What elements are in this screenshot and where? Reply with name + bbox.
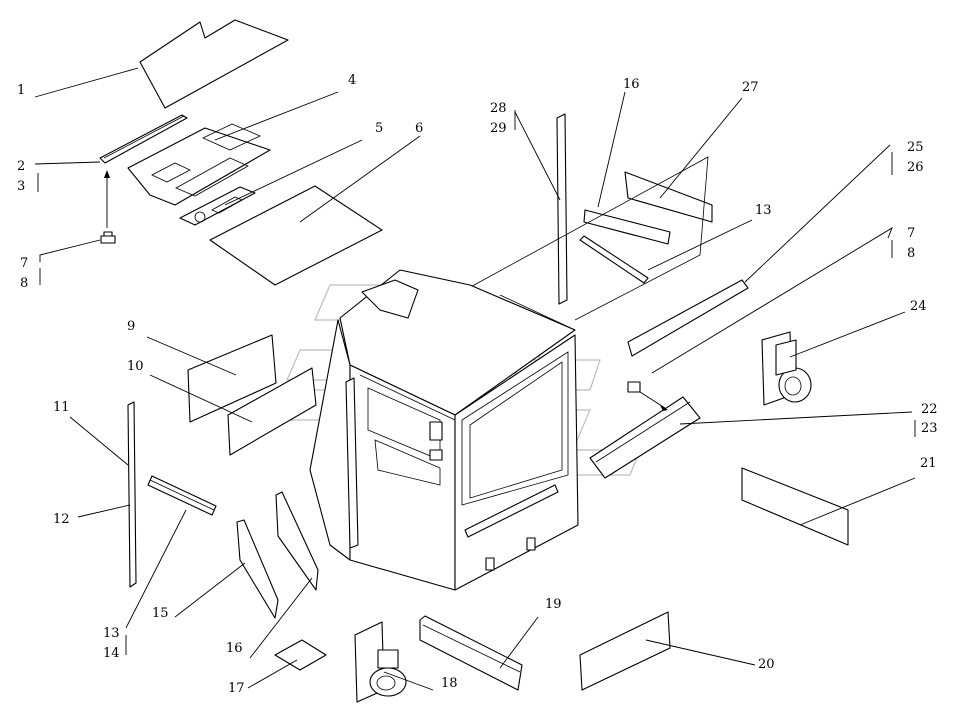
- part-16-panel-upper: [583, 209, 671, 245]
- cab-body: [309, 269, 579, 591]
- callout-16-upper: 16: [623, 77, 640, 92]
- callout-19: 19: [545, 597, 562, 612]
- part-13-angle-upper: [579, 235, 649, 284]
- part-22-angle-bracket-right: [589, 396, 701, 479]
- part-17-small-plate: [274, 639, 327, 671]
- callout-12: 12: [53, 512, 70, 527]
- callout-15: 15: [152, 606, 169, 621]
- callout-16-lower: 16: [226, 641, 243, 656]
- part-18-fan-unit: [354, 621, 407, 703]
- callout-17: 17: [228, 681, 245, 696]
- callout-3: 3: [17, 179, 25, 194]
- part-13-angle-bracket-left: [147, 475, 217, 516]
- callout-5: 5: [375, 121, 383, 136]
- callout-10: 10: [127, 359, 144, 374]
- part-25-long-strip: [627, 279, 749, 357]
- callout-7-right: 7: [907, 226, 915, 241]
- callout-1: 1: [17, 83, 25, 98]
- callout-11: 11: [53, 400, 70, 415]
- callout-14: 14: [103, 646, 120, 661]
- callout-22: 22: [921, 402, 938, 417]
- callout-8-right: 8: [907, 246, 915, 261]
- callout-21: 21: [920, 456, 937, 471]
- callout-28: 28: [490, 101, 507, 116]
- callout-27: 27: [742, 80, 759, 95]
- part-7-bolt-right: [627, 381, 668, 411]
- part-16-triangular-panel: [275, 491, 319, 591]
- part-10-side-board: [227, 367, 317, 456]
- part-28-vertical-post: [556, 113, 568, 305]
- callout-23: 23: [921, 421, 938, 436]
- callout-8-left: 8: [20, 276, 28, 291]
- callout-13-right: 13: [755, 203, 772, 218]
- callout-labels: 1 2 3 4 5 6 7 8 9 10 11 12 13 14 15 16 1…: [17, 73, 938, 696]
- callout-4: 4: [348, 73, 356, 88]
- callout-18: 18: [441, 676, 458, 691]
- callout-26: 26: [907, 160, 924, 175]
- reference-outline: [464, 156, 709, 321]
- part-4-upper-panel: [127, 123, 271, 206]
- callout-6: 6: [415, 121, 423, 136]
- part-27-panel: [624, 171, 713, 223]
- callout-9: 9: [127, 319, 135, 334]
- part-15-triangular-panel: [236, 519, 279, 619]
- leader-lines: [34, 67, 916, 691]
- part-1-roof-lining: [139, 19, 289, 109]
- part-19-trim-strip: [419, 615, 523, 691]
- part-20-board: [579, 611, 671, 691]
- callout-13-left: 13: [103, 626, 120, 641]
- part-2-rail: [99, 114, 188, 164]
- callout-25: 25: [907, 140, 924, 155]
- part-5-control-panel: [179, 186, 256, 226]
- callout-24: 24: [910, 299, 927, 314]
- part-24-fan-unit: [761, 331, 812, 406]
- part-7-bolt-left: [100, 170, 116, 244]
- callout-7-left: 7: [20, 256, 28, 271]
- part-11-vertical-post: [127, 401, 137, 588]
- callout-29: 29: [490, 121, 507, 136]
- callout-2: 2: [17, 159, 25, 174]
- part-21-board: [741, 467, 849, 546]
- callout-20: 20: [758, 657, 775, 672]
- part-6-floor-mat: [209, 185, 383, 286]
- part-9-side-board: [187, 334, 277, 423]
